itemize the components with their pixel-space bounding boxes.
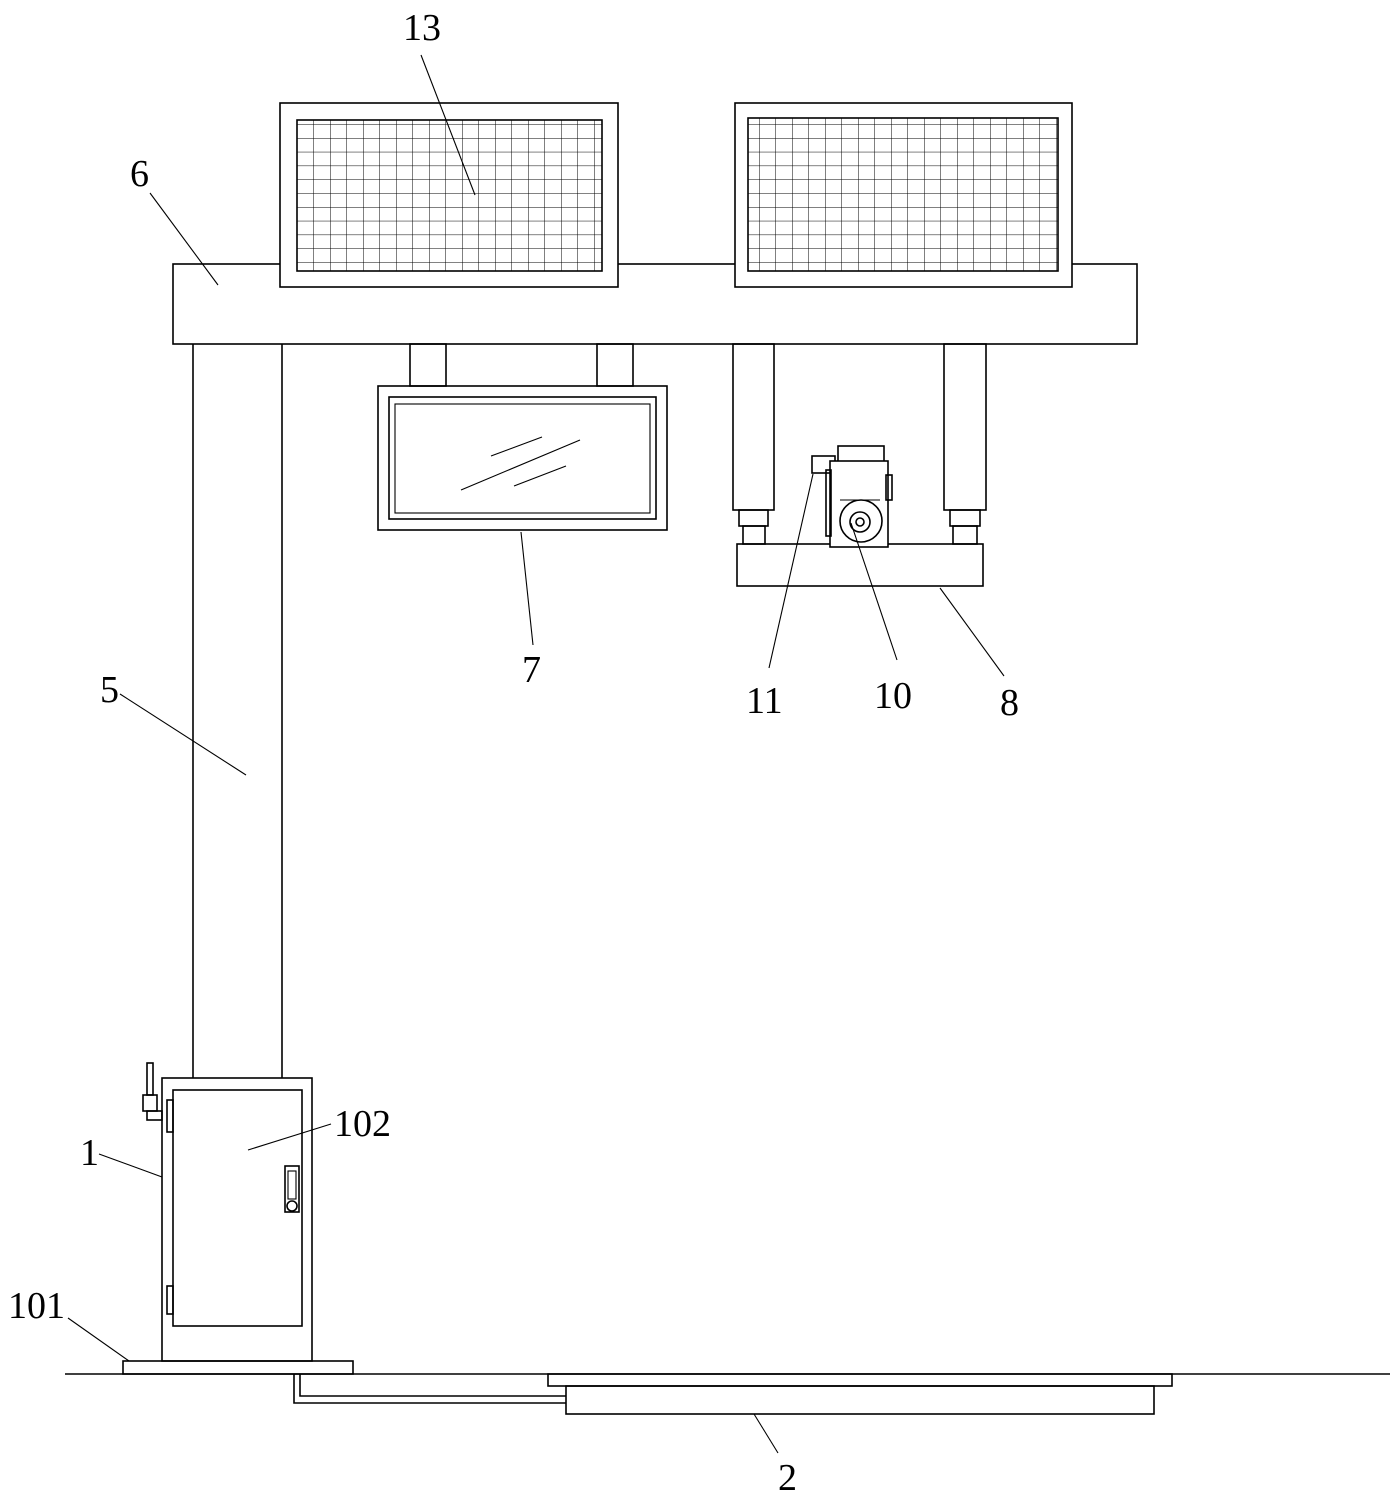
label-13: 13 <box>403 7 441 49</box>
label-2: 2 <box>778 1457 797 1499</box>
label-1: 1 <box>80 1132 99 1174</box>
cable <box>293 1374 566 1404</box>
label-101: 101 <box>8 1285 65 1327</box>
control-cabinet <box>161 1077 313 1362</box>
label-11: 11 <box>746 680 783 722</box>
leader-lines <box>67 54 1005 1454</box>
display-screen <box>377 343 668 531</box>
solar-panel-right <box>734 102 1073 288</box>
telescopic-supports <box>732 343 987 545</box>
camera <box>811 445 893 548</box>
weighing-platform <box>547 1373 1173 1415</box>
pole <box>192 344 283 1078</box>
label-5: 5 <box>100 669 119 711</box>
antenna <box>142 1062 163 1121</box>
label-102: 102 <box>334 1103 391 1145</box>
label-8: 8 <box>1000 682 1019 724</box>
base-plate <box>122 1360 354 1375</box>
crossbeam <box>172 263 1138 345</box>
solar-panel-left <box>279 102 619 288</box>
label-10: 10 <box>874 675 912 717</box>
label-6: 6 <box>130 153 149 195</box>
label-7: 7 <box>522 649 541 691</box>
